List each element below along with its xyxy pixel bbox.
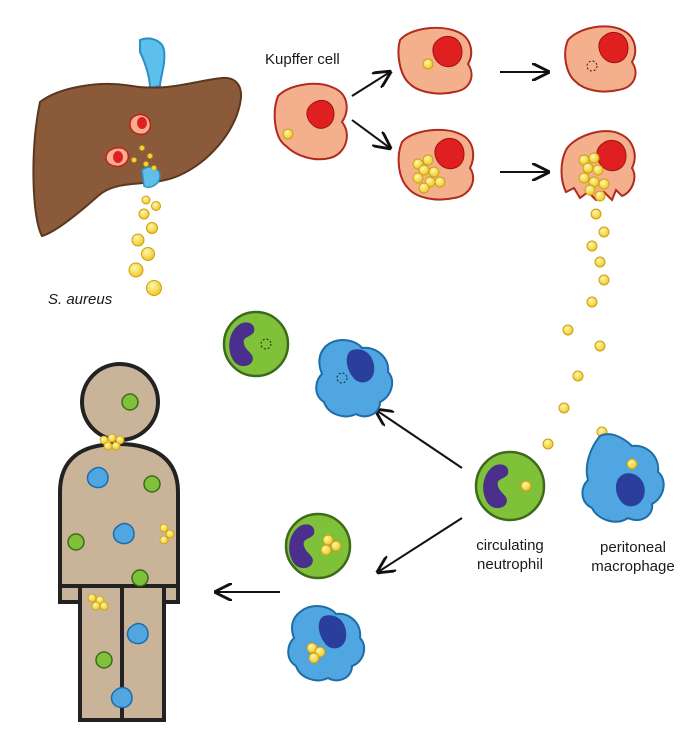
kupffer-cell-many-bacteria <box>397 128 475 201</box>
body-torso <box>58 441 180 604</box>
kupffer-cell-killed-bacterium <box>564 25 637 93</box>
neutrophil-label-line-1: circulating <box>476 537 544 554</box>
kupffer-cell-lysed <box>560 130 636 202</box>
liver <box>32 37 242 238</box>
arrow-to-infected-pair <box>378 517 463 572</box>
liver-lesion-1 <box>129 113 152 136</box>
bacteria-label: S. aureus <box>48 291 113 308</box>
kupffer-cell-label: Kupffer cell <box>265 51 340 68</box>
bacteria-trail-released <box>542 208 610 450</box>
bile-duct <box>141 166 161 188</box>
macrophage-infected <box>287 605 366 682</box>
arrow-to-killed-pair <box>376 410 463 469</box>
bacterium-approaching <box>282 128 294 140</box>
liver-lobe <box>32 76 242 238</box>
kupffer-cell-initial <box>273 82 348 161</box>
liver-lesion-2 <box>105 147 130 168</box>
neutrophil-label: circulating neutrophil <box>454 536 566 574</box>
body-bacteria <box>87 433 175 611</box>
human-body <box>58 362 180 722</box>
body-head <box>80 362 160 442</box>
macrophage-label-line-2: macrophage <box>591 558 675 575</box>
neutrophil-label-line-2: neutrophil <box>477 556 543 573</box>
macrophage-label: peritoneal macrophage <box>578 538 688 576</box>
body-cells <box>67 393 161 709</box>
peritoneal-macrophage <box>581 433 665 523</box>
circulating-neutrophil <box>474 450 546 522</box>
arrow-kupffer-down <box>351 119 390 148</box>
gallbladder-duct <box>139 37 166 90</box>
neutrophil-killed-bacterium <box>222 310 290 378</box>
liver-bacteria-cluster <box>131 145 157 171</box>
kupffer-cell-one-bacterium <box>397 26 473 95</box>
macrophage-killed-bacterium <box>315 339 394 418</box>
neutrophil-infected <box>284 512 352 580</box>
bacteria-trail-liver <box>128 195 162 296</box>
macrophage-label-line-1: peritoneal <box>600 539 666 556</box>
arrow-kupffer-up <box>351 72 390 97</box>
